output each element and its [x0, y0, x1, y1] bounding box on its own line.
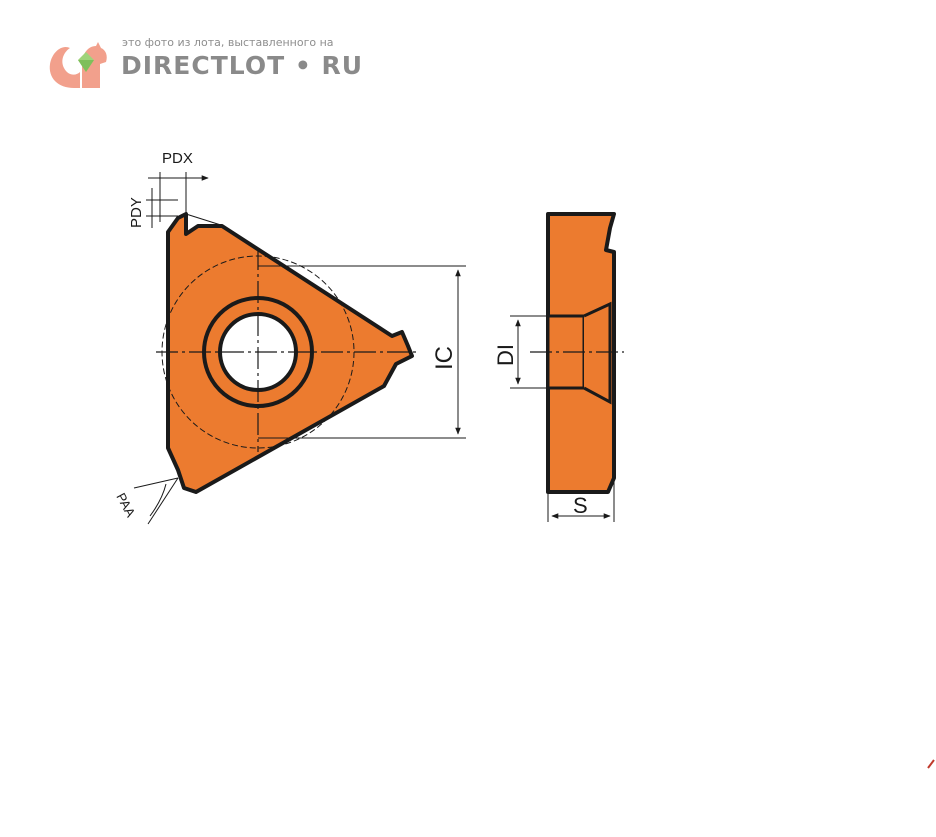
watermark-brand: DIRECTLOT • RU [121, 51, 364, 80]
squirrel-gem-logo-icon [49, 42, 107, 88]
watermark: это фото из лота, выставленного на DIREC… [44, 36, 362, 94]
label-s: S [573, 493, 588, 518]
s-dimension [547, 480, 615, 522]
pdx-pdy-dimensions [146, 172, 225, 228]
label-ic: IC [431, 346, 458, 370]
label-di: DI [493, 344, 518, 366]
watermark-caption: это фото из лота, выставленного на [122, 36, 334, 49]
label-pdx: PDX [162, 150, 193, 167]
di-dimension [510, 315, 548, 389]
ic-dimension [258, 265, 466, 439]
paa-angle-dimension [133, 477, 179, 525]
label-pdy: PDY [128, 197, 145, 228]
edge-mark [927, 759, 935, 769]
side-view [530, 212, 624, 494]
label-paa: PAA [113, 490, 138, 519]
front-view [156, 212, 420, 494]
